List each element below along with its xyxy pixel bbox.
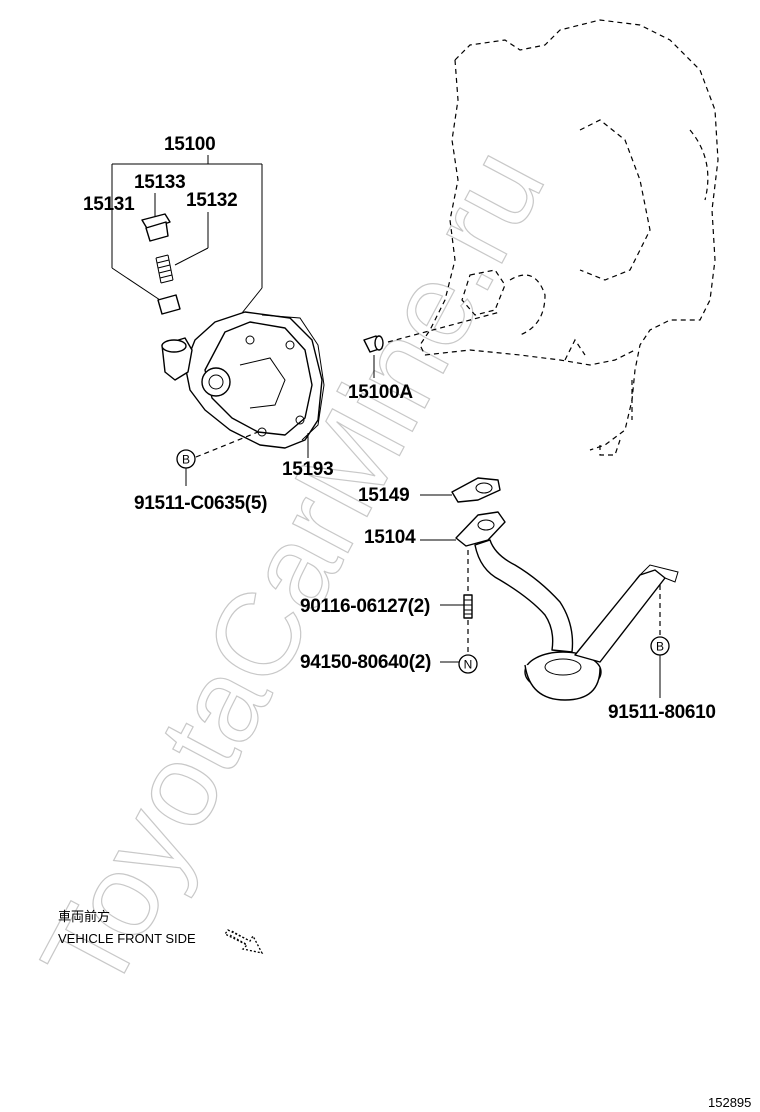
plug-15133-icon [141, 213, 171, 242]
dowel-15100A-icon [363, 335, 384, 353]
label-90116-06127: 90116-06127(2) [300, 596, 430, 617]
spring-15132-icon [155, 254, 174, 284]
gasket-15149-icon [451, 477, 501, 503]
figure-id: 152895 [708, 1095, 751, 1110]
engine-block-outline [419, 19, 719, 456]
front-direction-arrow-icon [224, 929, 264, 954]
svg-text:B: B [182, 453, 190, 467]
oil-pump-15100-icon [161, 311, 323, 449]
svg-text:B: B [656, 640, 664, 654]
bolt-line-91511-C0635 [195, 431, 259, 458]
nut-marker-n1: N [458, 654, 478, 674]
label-15132: 15132 [186, 190, 237, 211]
direction-label-jp: 車両前方 [58, 909, 110, 924]
svg-text:N: N [464, 658, 473, 672]
label-94150-80640: 94150-80640(2) [300, 652, 431, 673]
label-91511-C0635: 91511-C0635(5) [134, 493, 267, 514]
label-91511-80610: 91511-80610 [608, 702, 716, 723]
bolt-marker-b1: B [176, 449, 196, 469]
gasket-15193-icon [261, 314, 325, 458]
bolt-marker-b2: B [650, 636, 670, 656]
label-15104: 15104 [364, 527, 416, 548]
label-15133: 15133 [134, 172, 185, 193]
label-15100: 15100 [164, 134, 215, 155]
oil-strainer-15104-icon [455, 511, 679, 701]
valve-15131-icon [157, 294, 181, 315]
label-15193: 15193 [282, 459, 333, 480]
label-15100A: 15100A [348, 382, 413, 403]
dowel-line-15100A [387, 311, 501, 343]
label-15149: 15149 [358, 485, 409, 506]
label-15131: 15131 [83, 194, 135, 215]
stud-90116-icon [463, 594, 473, 619]
direction-label-en: VEHICLE FRONT SIDE [58, 931, 196, 946]
